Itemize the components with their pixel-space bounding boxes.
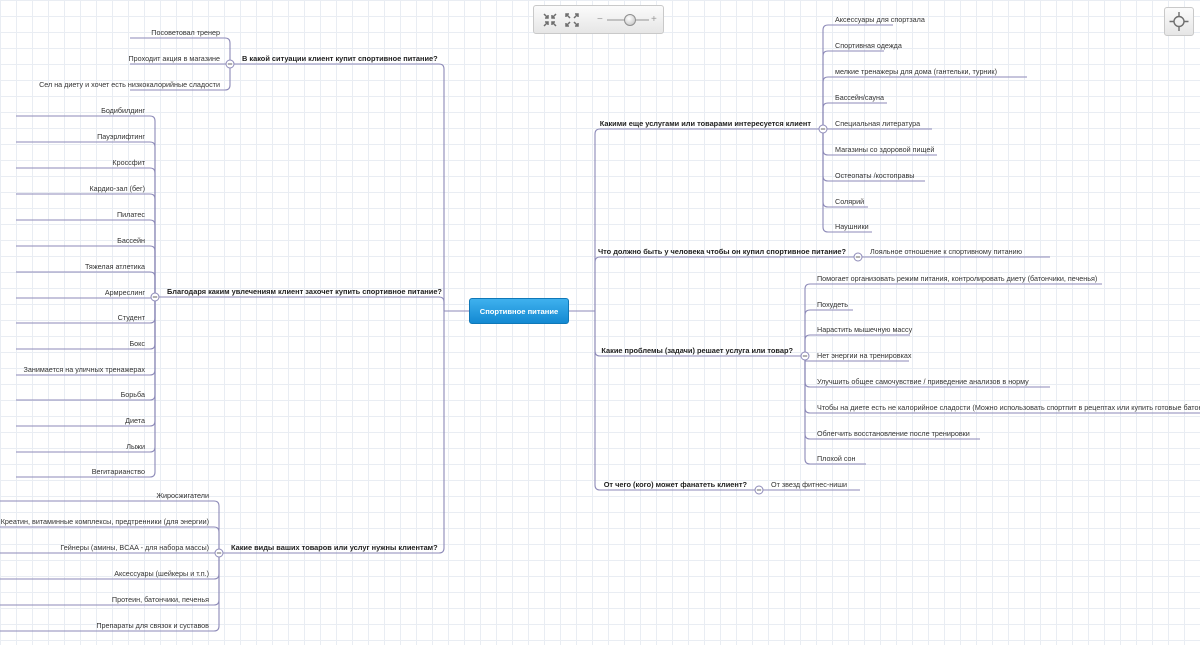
- zoom-toolbar: − +: [533, 5, 664, 34]
- zoom-in-button[interactable]: +: [651, 14, 657, 25]
- crosshair-icon: [1169, 12, 1189, 31]
- zoom-slider-handle[interactable]: [624, 14, 637, 26]
- leaf-right-0-1[interactable]: Спортивная одежда: [835, 41, 902, 50]
- leaf-right-2-4[interactable]: Улучшить общее самочувствие / приведение…: [817, 377, 1029, 386]
- leaf-left-1-7[interactable]: Армреслинг: [105, 288, 145, 297]
- leaf-left-1-6[interactable]: Тяжелая атлетика: [85, 262, 145, 271]
- branch-left-2[interactable]: Какие виды ваших товаров или услуг нужны…: [231, 543, 438, 552]
- leaf-right-2-0[interactable]: Помогает организовать режим питания, кон…: [817, 274, 1097, 283]
- leaf-right-2-6[interactable]: Облегчить восстановление после тренировк…: [817, 429, 970, 438]
- leaf-left-1-2[interactable]: Кроссфит: [112, 158, 145, 167]
- root-node[interactable]: Спортивное питание: [469, 298, 569, 324]
- leaf-right-1-0[interactable]: Лояльное отношение к спортивному питанию: [870, 247, 1023, 256]
- branch-right-3-toggle[interactable]: [754, 485, 764, 495]
- leaf-left-2-1[interactable]: Креатин, витаминные комплексы, предтренн…: [1, 517, 209, 526]
- leaf-right-0-3[interactable]: Бассейн/сауна: [835, 93, 884, 102]
- leaf-right-2-5[interactable]: Чтобы на диете есть не калорийное сладос…: [817, 403, 1200, 412]
- branch-left-1-toggle[interactable]: [150, 292, 160, 302]
- center-view-button[interactable]: [1164, 7, 1194, 36]
- leaf-left-1-12[interactable]: Диета: [125, 416, 145, 425]
- leaf-left-2-4[interactable]: Протеин, батончики, печенья: [112, 595, 209, 604]
- leaf-right-0-8[interactable]: Наушники: [835, 222, 869, 231]
- branch-right-1-toggle[interactable]: [853, 252, 863, 262]
- leaf-right-0-4[interactable]: Специальная литература: [835, 119, 920, 128]
- expand-icon[interactable]: [564, 12, 580, 28]
- leaf-left-2-2[interactable]: Гейнеры (амины, BCAA - для набора массы): [60, 543, 209, 552]
- branch-right-0[interactable]: Какими еще услугами или товарами интерес…: [600, 119, 812, 128]
- leaf-left-1-13[interactable]: Лыжи: [126, 442, 145, 451]
- branch-right-3[interactable]: От чего (кого) может фанатеть клиент?: [604, 480, 748, 489]
- branch-left-0[interactable]: В какой ситуации клиент купит спортивное…: [242, 54, 438, 63]
- leaf-right-0-5[interactable]: Магазины со здоровой пищей: [835, 145, 934, 154]
- leaf-right-2-1[interactable]: Похудеть: [817, 300, 848, 309]
- branch-right-2-toggle[interactable]: [800, 351, 810, 361]
- leaf-left-2-0[interactable]: Жиросжигатели: [156, 491, 209, 500]
- leaf-left-1-8[interactable]: Студент: [118, 313, 146, 322]
- leaf-left-1-3[interactable]: Кардио-зал (бег): [89, 184, 145, 193]
- leaf-left-1-9[interactable]: Бокс: [129, 339, 145, 348]
- leaf-left-1-10[interactable]: Занимается на уличных тренажерах: [24, 365, 146, 374]
- leaf-left-0-1[interactable]: Проходит акция в магазине: [128, 54, 220, 63]
- leaf-right-0-0[interactable]: Аксессуары для спортзала: [835, 15, 925, 24]
- branch-left-2-toggle[interactable]: [214, 548, 224, 558]
- leaf-left-1-1[interactable]: Пауэрлифтинг: [97, 132, 145, 141]
- branch-right-2[interactable]: Какие проблемы (задачи) решает услуга ил…: [601, 346, 793, 355]
- leaf-right-2-2[interactable]: Нарастить мышечную массу: [817, 325, 913, 334]
- collapse-icon[interactable]: [542, 12, 558, 28]
- leaf-left-1-11[interactable]: Борьба: [121, 390, 145, 399]
- leaf-right-0-7[interactable]: Солярий: [835, 197, 864, 206]
- zoom-out-button[interactable]: −: [597, 14, 603, 25]
- leaf-right-2-7[interactable]: Плохой сон: [817, 454, 856, 463]
- leaf-left-1-5[interactable]: Бассейн: [117, 236, 145, 245]
- leaf-left-0-0[interactable]: Посоветовал тренер: [151, 28, 220, 37]
- leaf-right-0-6[interactable]: Остеопаты /костоправы: [835, 171, 914, 180]
- leaf-right-0-2[interactable]: мелкие тренажеры для дома (гантельки, ту…: [835, 67, 997, 76]
- branch-left-0-toggle[interactable]: [225, 59, 235, 69]
- leaf-left-1-0[interactable]: Бодибилдинг: [101, 106, 145, 115]
- branch-left-1[interactable]: Благодаря каким увлечениям клиент захоче…: [167, 287, 442, 296]
- leaf-left-2-5[interactable]: Препараты для связок и суставов: [96, 621, 209, 630]
- leaf-right-3-0[interactable]: От звезд фитнес-ниши: [771, 480, 847, 489]
- branch-right-1[interactable]: Что должно быть у человека чтобы он купи…: [598, 247, 847, 256]
- leaf-left-0-2[interactable]: Сел на диету и хочет есть низкокалорийны…: [39, 80, 220, 89]
- leaf-left-1-4[interactable]: Пилатес: [117, 210, 145, 219]
- leaf-left-2-3[interactable]: Аксессуары (шейкеры и т.п.): [114, 569, 209, 578]
- leaf-right-2-3[interactable]: Нет энергии на тренировках: [817, 351, 912, 360]
- branch-right-0-toggle[interactable]: [818, 124, 828, 134]
- leaf-left-1-14[interactable]: Вегитарианство: [92, 467, 145, 476]
